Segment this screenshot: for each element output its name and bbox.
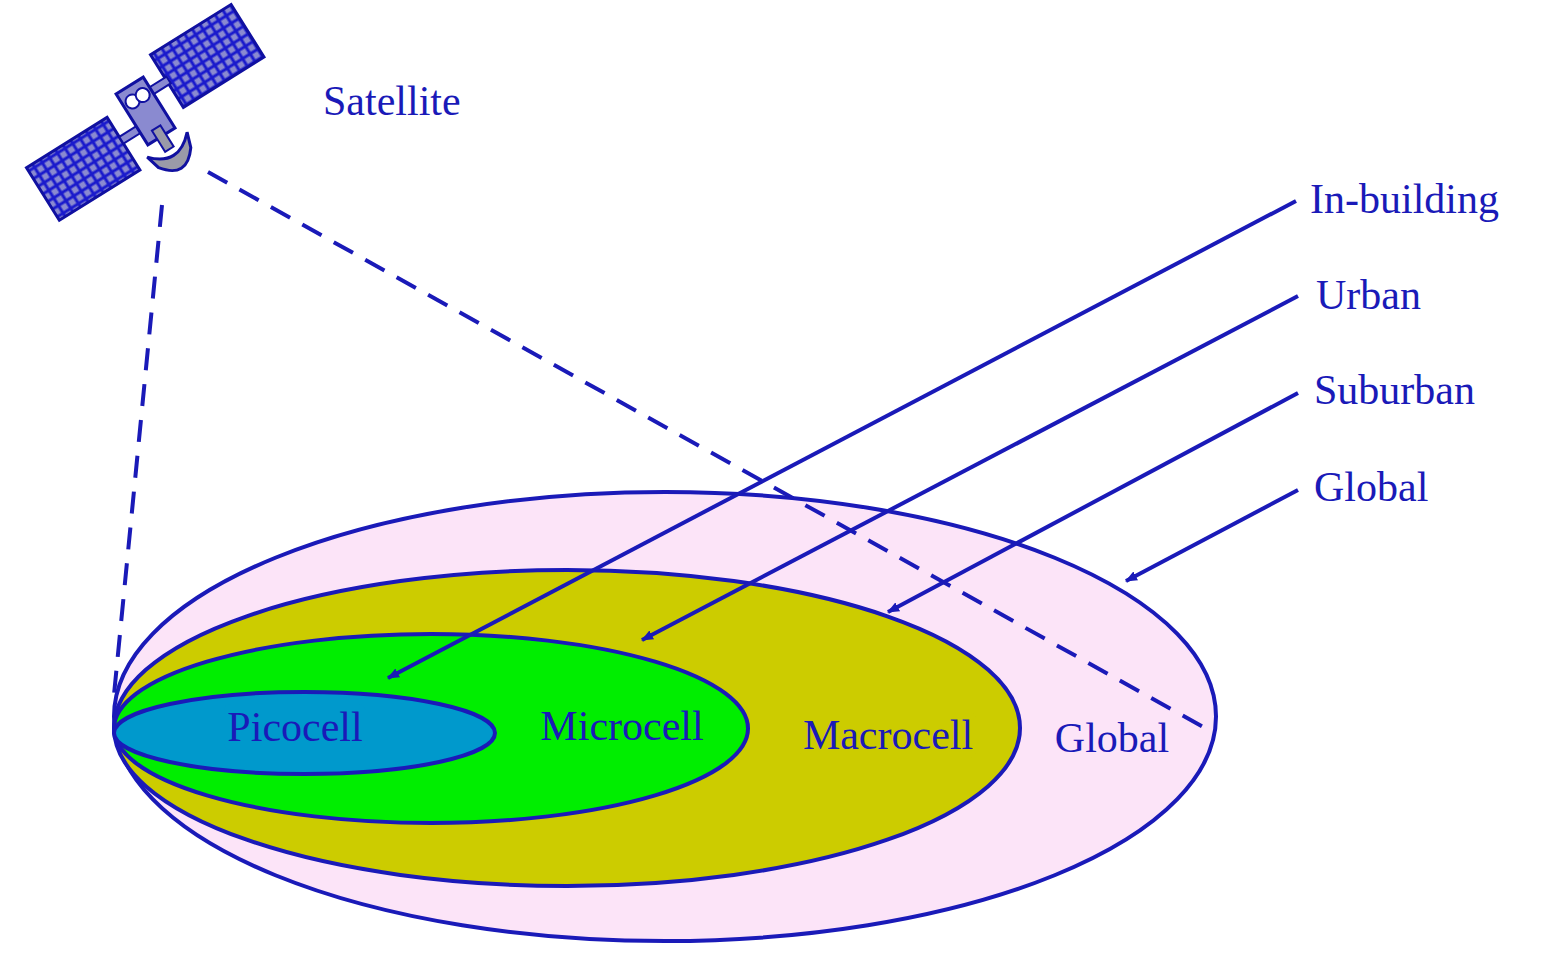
zone-label: Global <box>1314 464 1428 510</box>
zone-label: Suburban <box>1314 367 1475 413</box>
picocell-region: Picocell <box>112 690 497 776</box>
microcell-region: Microcell Picocell <box>112 632 750 825</box>
leader-line <box>642 296 1298 640</box>
zone-label: Urban <box>1316 272 1421 318</box>
satellite-illustration <box>0 0 320 250</box>
leader-line <box>388 201 1296 678</box>
global-region: Global Macrocell Microcell Picocell <box>112 490 1218 943</box>
leader-line <box>888 393 1298 612</box>
satellite-beam <box>208 172 1214 733</box>
leader-line <box>1126 490 1298 581</box>
macrocell-region: Macrocell Microcell Picocell <box>112 568 1022 888</box>
region-name: Microcell <box>537 703 706 749</box>
region-name: Macrocell <box>800 712 976 758</box>
satellite-label: Satellite <box>323 78 461 124</box>
satellite-beam <box>113 205 162 705</box>
region-name: Global <box>1052 715 1172 761</box>
zone-label: In-building <box>1310 176 1499 222</box>
region-name: Picocell <box>224 704 365 750</box>
